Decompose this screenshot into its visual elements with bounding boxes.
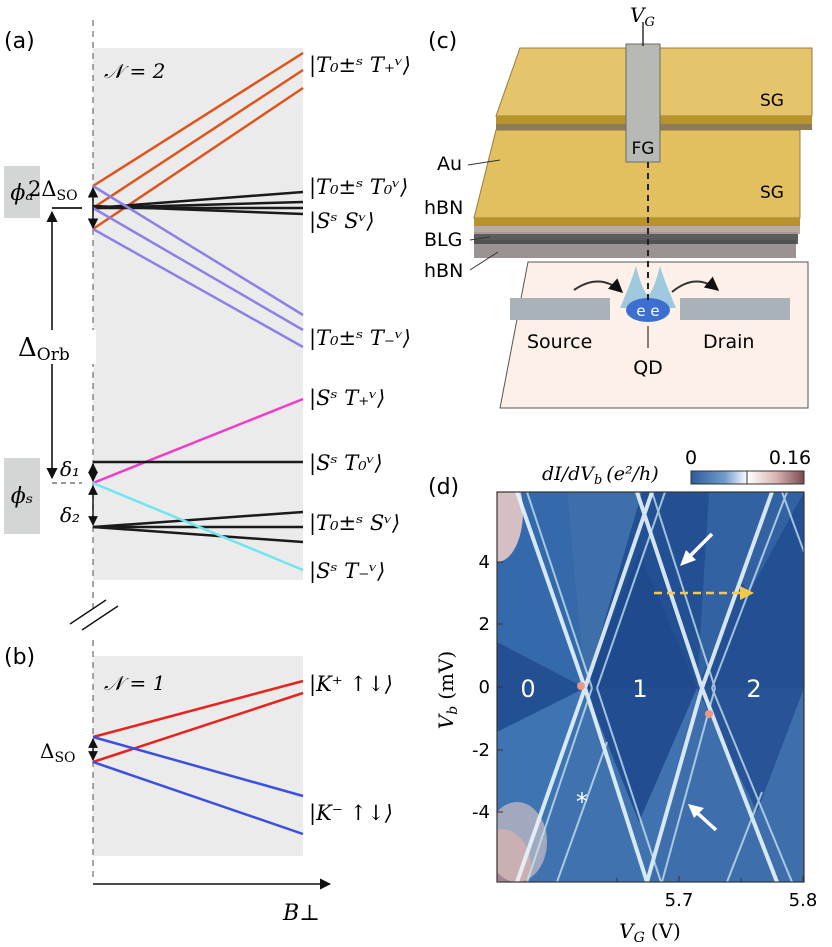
occupation-1: 1 — [632, 675, 647, 703]
layer-label-hbn-top: hBN — [424, 197, 463, 219]
blg-layer — [474, 232, 798, 244]
layer-label-hbn-bottom: hBN — [424, 260, 463, 282]
line-purple-2 — [92, 206, 304, 332]
hbn-bottom-pointer — [469, 251, 499, 271]
line-blue-2 — [92, 760, 304, 836]
line-magenta — [92, 397, 304, 485]
y-tick-0: 0 — [479, 677, 490, 698]
line-red-1 — [92, 679, 304, 739]
y-tick-4: 4 — [479, 552, 490, 573]
line-purple-1 — [92, 184, 304, 317]
x-axis: 5.7 5.8 — [616, 876, 818, 911]
state-k-minus: |K⁻ ↑↓⟩ — [309, 801, 393, 826]
phi-a-box — [4, 166, 40, 218]
line-orange-1 — [92, 51, 304, 188]
panel-a-label: (a) — [4, 29, 35, 54]
state-k-plus: |K⁺ ↑↓⟩ — [309, 672, 393, 697]
colorbar-label: dI/dVb(e²/h) — [542, 463, 659, 488]
line-blue-1 — [92, 735, 304, 798]
delta-orb-label: ΔOrb — [18, 333, 70, 365]
y-tick-neg2: -2 — [472, 740, 490, 761]
delta1-label: δ₁ — [60, 457, 80, 481]
phi-s-label: ϕₛ — [11, 484, 33, 509]
x-tick-5-7: 5.7 — [665, 890, 694, 911]
state-label-4: |T₀±ˢ T₋ᵛ⟩ — [309, 326, 411, 351]
y-tick-neg4: -4 — [472, 802, 490, 823]
sg-label-lower: SG — [760, 183, 784, 203]
y-axis-label: Vb(mV) — [434, 651, 461, 729]
line-black-8 — [92, 525, 304, 544]
blg-pointer — [469, 236, 491, 241]
line-purple-3 — [92, 227, 304, 349]
delta-orb-bg — [14, 330, 96, 364]
stability-diagram-map — [497, 492, 804, 882]
phi-s-box — [4, 458, 40, 534]
tunnel-arrow-out — [671, 276, 720, 293]
occupation-2: 2 — [746, 675, 761, 703]
source-label: Source — [527, 331, 592, 353]
delta2-label: δ₂ — [60, 503, 80, 527]
delta-so-label: ΔSO — [40, 739, 76, 766]
panel-c-label: (c) — [428, 29, 457, 54]
state-label-1: |T₀±ˢ T₊ᵛ⟩ — [309, 53, 411, 78]
hbn-bottom-layer — [474, 240, 796, 258]
panel-a: (a) 𝒩 = 2 |T₀±ˢ T₊ᵛ⟩ |T₀±ˢ T₀ᵛ⟩ |Sˢ Sᵛ⟩ … — [4, 20, 411, 631]
fg-label: FG — [632, 139, 655, 159]
panel-c: (c) Source Drain e e QD FG VG SG S — [424, 3, 813, 409]
qd-potential — [620, 266, 676, 308]
y-axis: 4 2 0 -2 -4 — [472, 552, 503, 823]
qd-label: QD — [633, 357, 663, 379]
source-electrode — [510, 298, 610, 320]
panel-b-label: (b) — [4, 645, 35, 670]
line-black-1 — [92, 190, 304, 210]
au-pointer — [467, 159, 501, 166]
line-orange-2 — [92, 68, 304, 210]
layer-label-blg: BLG — [424, 229, 462, 251]
occupation-0: 0 — [520, 675, 535, 703]
x-tick-5-8: 5.8 — [789, 890, 818, 911]
state-label-3: |Sˢ Sᵛ⟩ — [309, 209, 375, 234]
x-axis-label: VG(V) — [619, 919, 681, 946]
sg-label-upper: SG — [760, 91, 784, 111]
line-black-6 — [92, 510, 304, 529]
state-label-8: |Sˢ T₋ᵛ⟩ — [309, 559, 385, 584]
y-tick-2: 2 — [479, 614, 490, 635]
axis-break-1 — [69, 599, 107, 625]
state-label-2: |T₀±ˢ T₀ᵛ⟩ — [309, 175, 408, 200]
n1-label: 𝒩 = 1 — [104, 671, 165, 695]
phi-a-label: ϕₐ — [10, 181, 33, 206]
asterisk-marker: * — [576, 788, 588, 816]
white-arrow-top-head — [680, 550, 696, 566]
drain-label: Drain — [703, 331, 754, 353]
state-label-5: |Sˢ T₊ᵛ⟩ — [309, 386, 385, 411]
axis-break-2 — [81, 605, 119, 631]
colorbar-max: 0.16 — [769, 447, 811, 469]
white-arrow-bottom-head — [688, 804, 704, 818]
state-label-7: |T₀±ˢ Sᵛ⟩ — [309, 511, 400, 536]
colorbar-min: 0 — [685, 447, 697, 469]
split-gate-lower-edge — [474, 218, 800, 226]
panel-d-label: (d) — [428, 475, 459, 500]
tunnel-arrow-in — [573, 278, 624, 293]
vg-label: VG — [630, 3, 655, 30]
panel-d: (d) dI/dVb(e²/h) 0 0.16 — [428, 447, 817, 946]
qd-dot — [626, 298, 670, 322]
line-red-2 — [92, 691, 304, 764]
panel-b: (b) 𝒩 = 1 |K⁺ ↑↓⟩ |K⁻ ↑↓⟩ ΔSO B⊥ — [4, 640, 393, 926]
qd-electrons: e e — [636, 302, 659, 320]
state-label-6: |Sˢ T₀ᵛ⟩ — [309, 451, 383, 476]
line-cyan — [92, 481, 304, 572]
delta-so2-label: 2ΔSO — [28, 177, 78, 204]
b-field-label: B⊥ — [282, 901, 320, 926]
panel-a-background — [93, 48, 303, 580]
n2-label: 𝒩 = 2 — [104, 59, 165, 83]
drain-electrode — [680, 298, 790, 320]
layer-label-au: Au — [437, 153, 462, 175]
yellow-arrow-head — [740, 586, 754, 600]
